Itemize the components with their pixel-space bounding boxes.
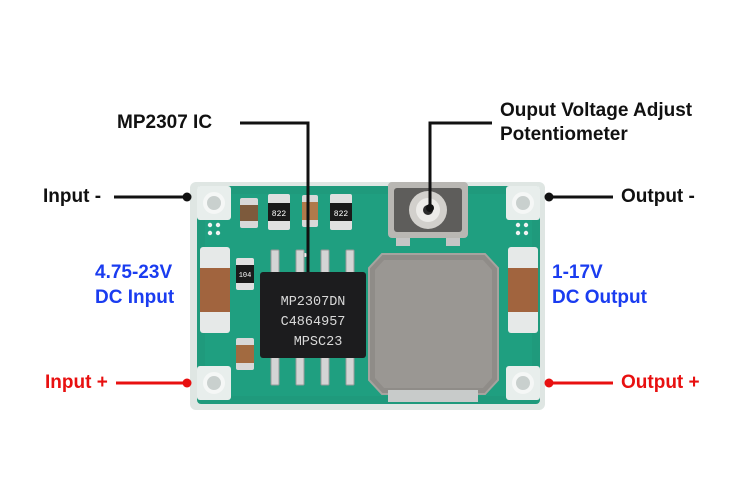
mp2307-chip: MP2307DN C4864957 MPSC23: [260, 272, 366, 358]
resistor-104-marking: 104: [239, 272, 252, 280]
smd-resistor-b: 822: [268, 194, 290, 230]
smd-capacitor-left: [236, 338, 254, 370]
smd-capacitor-small: [302, 195, 318, 227]
resistor-b-marking: 822: [272, 210, 287, 219]
potentiometer: [388, 182, 468, 246]
input-minus-label: Input -: [43, 186, 102, 207]
output-plus-label: Output +: [621, 372, 700, 393]
pot-leader-line: [428, 121, 492, 207]
smd-resistor-c: 822: [330, 194, 352, 230]
resistor-c-marking: 822: [334, 210, 349, 219]
leader-lines: [114, 121, 613, 388]
output-capacitor: [508, 247, 538, 333]
input-range-label: 4.75-23V: [95, 262, 173, 283]
chip-marking-line3: MPSC23: [294, 335, 343, 350]
inductor: [368, 253, 499, 402]
input-plus-label: Input +: [45, 372, 108, 393]
smd-resistor-104: 104: [236, 258, 254, 290]
pot-label-line2: Potentiometer: [500, 124, 628, 145]
chip-marking-line1: MP2307DN: [281, 295, 346, 310]
chip-marking-line2: C4864957: [281, 315, 346, 330]
pot-label-line1: Ouput Voltage Adjust: [500, 100, 693, 121]
output-minus-label: Output -: [621, 186, 695, 207]
input-desc-label: DC Input: [95, 287, 175, 308]
ic-pins: [270, 249, 355, 386]
ic-leader-line: [240, 121, 310, 272]
ic-label: MP2307 IC: [117, 112, 213, 133]
input-capacitor: [200, 247, 230, 333]
output-desc-label: DC Output: [552, 287, 647, 308]
output-range-label: 1-17V: [552, 262, 603, 283]
smd-resistor-a: [240, 198, 258, 228]
mounting-holes: [197, 186, 540, 400]
